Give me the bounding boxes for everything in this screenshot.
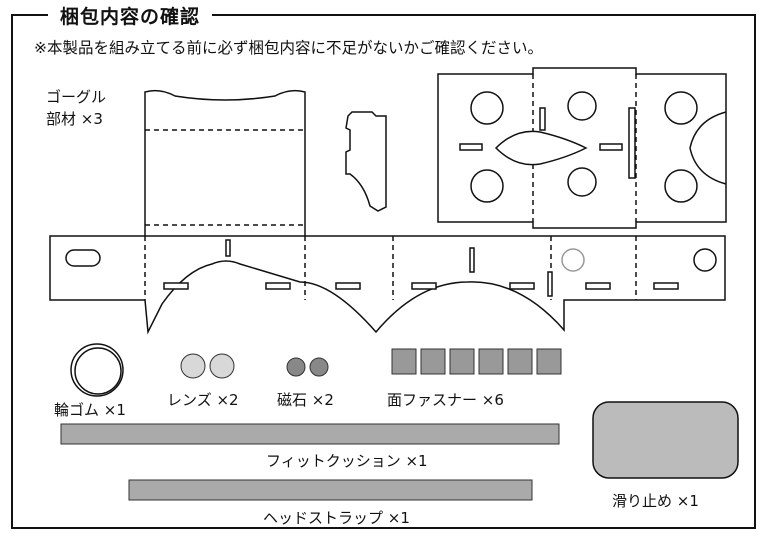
non-slip-label: 滑り止め ×1 bbox=[612, 492, 699, 510]
fit-cushion-illustration bbox=[60, 423, 560, 445]
lens-label: レンズ ×2 bbox=[167, 391, 239, 409]
goggle-parts-qty: 部材 ×3 bbox=[46, 110, 103, 128]
head-strap-label: ヘッドストラップ ×1 bbox=[263, 509, 410, 527]
velcro-illustration bbox=[391, 348, 562, 375]
goggle-top-panel bbox=[144, 89, 306, 236]
magnet-illustration bbox=[286, 357, 329, 377]
rubber-band-label: 輪ゴム ×1 bbox=[54, 401, 126, 419]
goggle-parts-name: ゴーグル bbox=[46, 88, 107, 106]
page-title: 梱包内容の確認 bbox=[48, 2, 213, 29]
lens-holder-panel bbox=[437, 67, 727, 229]
velcro-label: 面ファスナー ×6 bbox=[387, 391, 504, 409]
notice-text: ※本製品を組み立てる前に必ず梱包内容に不足がないかご確認ください。 bbox=[34, 39, 543, 57]
lens-illustration bbox=[180, 353, 235, 379]
goggle-side-piece bbox=[345, 111, 387, 212]
magnet-label: 磁石 ×2 bbox=[277, 391, 334, 409]
contents-frame bbox=[11, 14, 756, 529]
rubber-band-illustration bbox=[70, 343, 124, 397]
non-slip-illustration bbox=[592, 401, 739, 479]
goggle-front-panel bbox=[49, 235, 726, 335]
head-strap-illustration bbox=[128, 479, 533, 501]
fit-cushion-label: フィットクッション ×1 bbox=[266, 452, 428, 470]
goggle-parts-label: ゴーグル 部材 ×3 bbox=[46, 86, 106, 130]
